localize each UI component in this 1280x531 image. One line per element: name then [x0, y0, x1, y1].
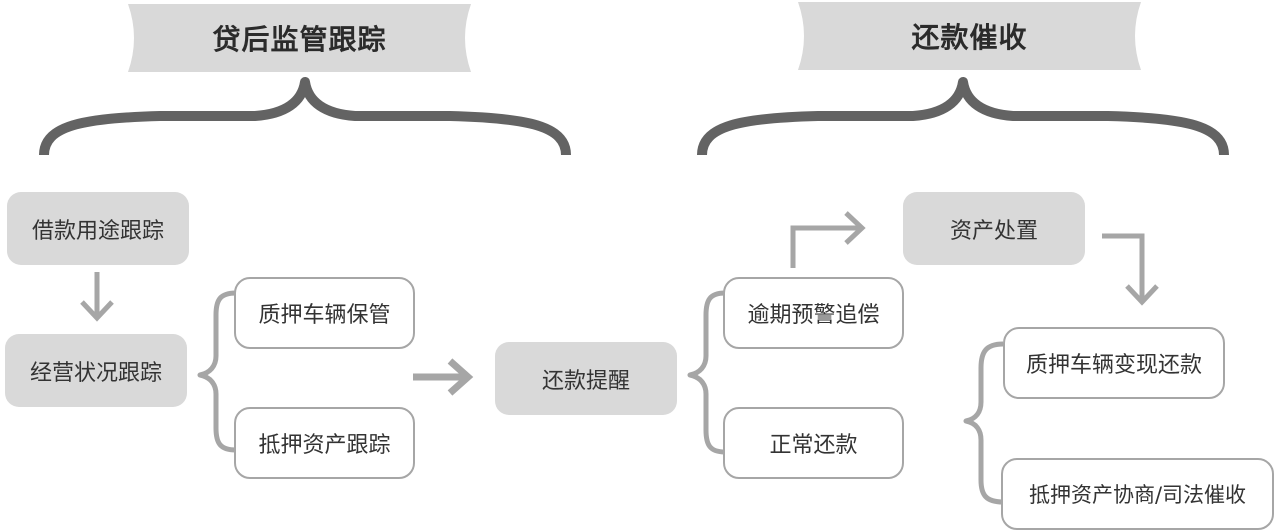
banner-shape	[128, 4, 471, 72]
node-repayment-reminder: 还款提醒	[495, 342, 677, 415]
node-business-status-tracking: 经营状况跟踪	[5, 334, 187, 407]
down-arrow-icon	[80, 272, 114, 322]
right-arrow-icon	[413, 358, 474, 396]
node-overdue-warning-recovery: 逾期预警追偿	[723, 277, 904, 349]
brace-middle-group	[687, 290, 726, 455]
right-header-brace	[697, 77, 1229, 156]
banner-shape	[798, 2, 1141, 70]
node-mortgaged-asset-tracking: 抵押资产跟踪	[234, 407, 415, 479]
elbow-arrow-down-icon	[1102, 233, 1159, 306]
header-loan-monitoring: 贷后监管跟踪	[128, 4, 471, 72]
node-pledged-vehicle-custody: 质押车辆保管	[234, 277, 415, 349]
node-normal-repayment: 正常还款	[723, 407, 904, 479]
node-loan-usage-tracking: 借款用途跟踪	[7, 192, 189, 265]
node-pledged-vehicle-liquidation: 质押车辆变现还款	[1003, 327, 1225, 399]
node-mortgaged-asset-negotiation: 抵押资产协商/司法催收	[1001, 458, 1274, 530]
brace-right-group	[963, 341, 1004, 505]
brace-left-group	[197, 290, 237, 453]
elbow-arrow-up-icon	[790, 211, 866, 268]
header-title: 还款催收	[911, 21, 1028, 54]
header-title: 贷后监管跟踪	[212, 23, 387, 56]
left-header-brace	[39, 77, 571, 156]
node-asset-disposal: 资产处置	[903, 192, 1085, 265]
header-repayment-collection: 还款催收	[798, 2, 1141, 70]
